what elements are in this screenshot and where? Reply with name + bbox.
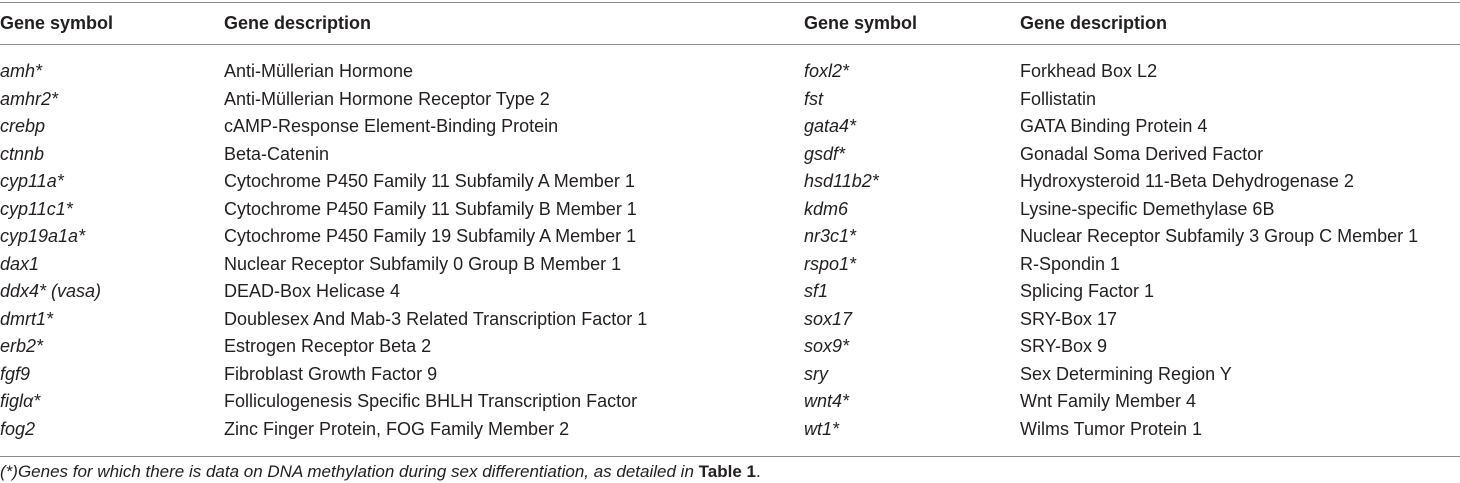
table-row: dmrt1* Doublesex And Mab-3 Related Transc… — [0, 309, 1460, 337]
gene-symbol-left: dmrt1* — [0, 308, 54, 329]
gene-symbol-left: fog2 — [0, 418, 36, 439]
table-row: amhr2* Anti-Müllerian Hormone Receptor Ty… — [0, 89, 1460, 117]
header-gene-description-left: Gene description — [224, 13, 372, 33]
header-rule — [0, 44, 1460, 45]
gene-symbol-right: nr3c1* — [804, 226, 857, 246]
gene-symbol-left: cyp11c1* — [0, 198, 73, 219]
gene-symbol-left: erb2* — [0, 336, 44, 356]
table-row: ctnnb Beta-Catenin gsdf* Gonadal Soma Deriv… — [0, 144, 1460, 172]
gene-symbol-right: sf1 — [804, 281, 829, 301]
gene-symbol-left: amhr2* — [0, 88, 59, 109]
gene-symbol-right: fst — [804, 88, 824, 109]
gene-symbol-left: cyp19a1a* — [0, 226, 86, 246]
table-top-rule — [0, 2, 1460, 3]
gene-symbol-left: amh* — [0, 61, 43, 81]
header-gene-symbol-right: Gene symbol — [804, 13, 918, 33]
gene-description-left: Estrogen Receptor Beta 2 — [224, 336, 432, 356]
gene-description-right: Nuclear Receptor Subfamily 3 Group C Mem… — [1020, 226, 1419, 246]
table-row: erb2* Estrogen Receptor Beta 2 sox9* SRY-Bo… — [0, 336, 1460, 364]
gene-description-left: Cytochrome P450 Family 11 Subfamily B Me… — [224, 198, 637, 219]
table-body: amh* Anti-Müllerian Hormone foxl2* Forkhead… — [0, 61, 1460, 446]
header-gene-symbol-left: Gene symbol — [0, 13, 114, 33]
gene-symbol-right: wnt4* — [804, 391, 850, 411]
gene-symbol-left: ctnnb — [0, 143, 45, 164]
gene-description-right: Hydroxysteroid 11-Beta Dehydrogenase 2 — [1020, 171, 1354, 191]
gene-description-right: GATA Binding Protein 4 — [1020, 116, 1208, 136]
gene-description-right: R-Spondin 1 — [1020, 253, 1121, 274]
gene-description-right: SRY-Box 9 — [1020, 336, 1108, 356]
gene-description-left: Beta-Catenin — [224, 143, 330, 164]
gene-symbol-left: dax1 — [0, 253, 40, 274]
table-row: cyp11c1* Cytochrome P450 Family 11 Subfam… — [0, 199, 1460, 227]
footnote-text: (*)Genes for which there is data on DNA … — [0, 462, 699, 481]
gene-description-right: Follistatin — [1020, 88, 1097, 109]
table-row: amh* Anti-Müllerian Hormone foxl2* Forkhead… — [0, 61, 1460, 89]
table-row: ddx4* (vasa) DEAD-Box Helicase 4 sf1 Splici… — [0, 281, 1460, 309]
gene-description-left: Cytochrome P450 Family 19 Subfamily A Me… — [224, 226, 637, 246]
gene-symbol-right: sox17 — [804, 308, 853, 329]
gene-symbol-right: foxl2* — [804, 61, 850, 81]
table-bottom-rule — [0, 456, 1460, 457]
gene-description-right: Forkhead Box L2 — [1020, 61, 1158, 81]
gene-symbol-left: cyp11a* — [0, 171, 64, 191]
table-1-link[interactable]: Table 1 — [698, 462, 756, 481]
gene-description-left: Doublesex And Mab-3 Related Transcriptio… — [224, 308, 648, 329]
gene-symbol-right: sox9* — [804, 336, 850, 356]
header-gene-description-right: Gene description — [1020, 13, 1168, 33]
gene-symbol-left: ddx4* (vasa) — [0, 281, 102, 301]
gene-symbol-right: gata4* — [804, 116, 857, 136]
gene-symbol-right: rspo1* — [804, 253, 857, 274]
gene-symbol-right: sry — [804, 363, 828, 384]
gene-description-left: Cytochrome P450 Family 11 Subfamily A Me… — [224, 171, 635, 191]
gene-description-right: Gonadal Soma Derived Factor — [1020, 143, 1264, 164]
gene-symbol-right: kdm6 — [804, 198, 849, 219]
footnote-period: . — [755, 462, 761, 481]
gene-description-right: Wnt Family Member 4 — [1020, 391, 1197, 411]
gene-description-left: DEAD-Box Helicase 4 — [224, 281, 401, 301]
gene-description-left: Nuclear Receptor Subfamily 0 Group B Mem… — [224, 253, 622, 274]
gene-description-left: Folliculogenesis Specific BHLH Transcrip… — [224, 391, 638, 411]
table-row: fgf9 Fibroblast Growth Factor 9 sry Sex Det… — [0, 364, 1460, 392]
gene-symbol-left: crebp — [0, 116, 46, 136]
gene-description-right: Wilms Tumor Protein 1 — [1020, 418, 1203, 439]
table-row: dax1 Nuclear Receptor Subfamily 0 Group B… — [0, 254, 1460, 282]
gene-description-left: Zinc Finger Protein, FOG Family Member 2 — [224, 418, 570, 439]
gene-symbol-right: gsdf* — [804, 143, 846, 164]
gene-symbol-left: fgf9 — [0, 363, 31, 384]
gene-description-right: Sex Determining Region Y — [1020, 363, 1232, 384]
gene-description-right: SRY-Box 17 — [1020, 308, 1118, 329]
gene-description-left: cAMP-Response Element-Binding Protein — [224, 116, 559, 136]
gene-description-left: Anti-Müllerian Hormone — [224, 61, 414, 81]
gene-symbol-right: hsd11b2* — [804, 171, 879, 191]
table-row: cyp11a* Cytochrome P450 Family 11 Subfami… — [0, 171, 1460, 199]
gene-description-right: Lysine-specific Demethylase 6B — [1020, 198, 1275, 219]
gene-symbol-left: figlα* — [0, 391, 41, 411]
table-row: figlα* Folliculogenesis Specific BHLH Tra… — [0, 391, 1460, 419]
table-row: cyp19a1a* Cytochrome P450 Family 19 Subfa… — [0, 226, 1460, 254]
gene-symbol-right: wt1* — [804, 418, 840, 439]
table-row: crebp cAMP-Response Element-Binding Prote… — [0, 116, 1460, 144]
gene-description-left: Anti-Müllerian Hormone Receptor Type 2 — [224, 88, 550, 109]
gene-description-left: Fibroblast Growth Factor 9 — [224, 363, 438, 384]
table-footnote: (*)Genes for which there is data on DNA … — [0, 462, 761, 482]
gene-description-right: Splicing Factor 1 — [1020, 281, 1155, 301]
table-row: fog2 Zinc Finger Protein, FOG Family Memb… — [0, 419, 1460, 447]
